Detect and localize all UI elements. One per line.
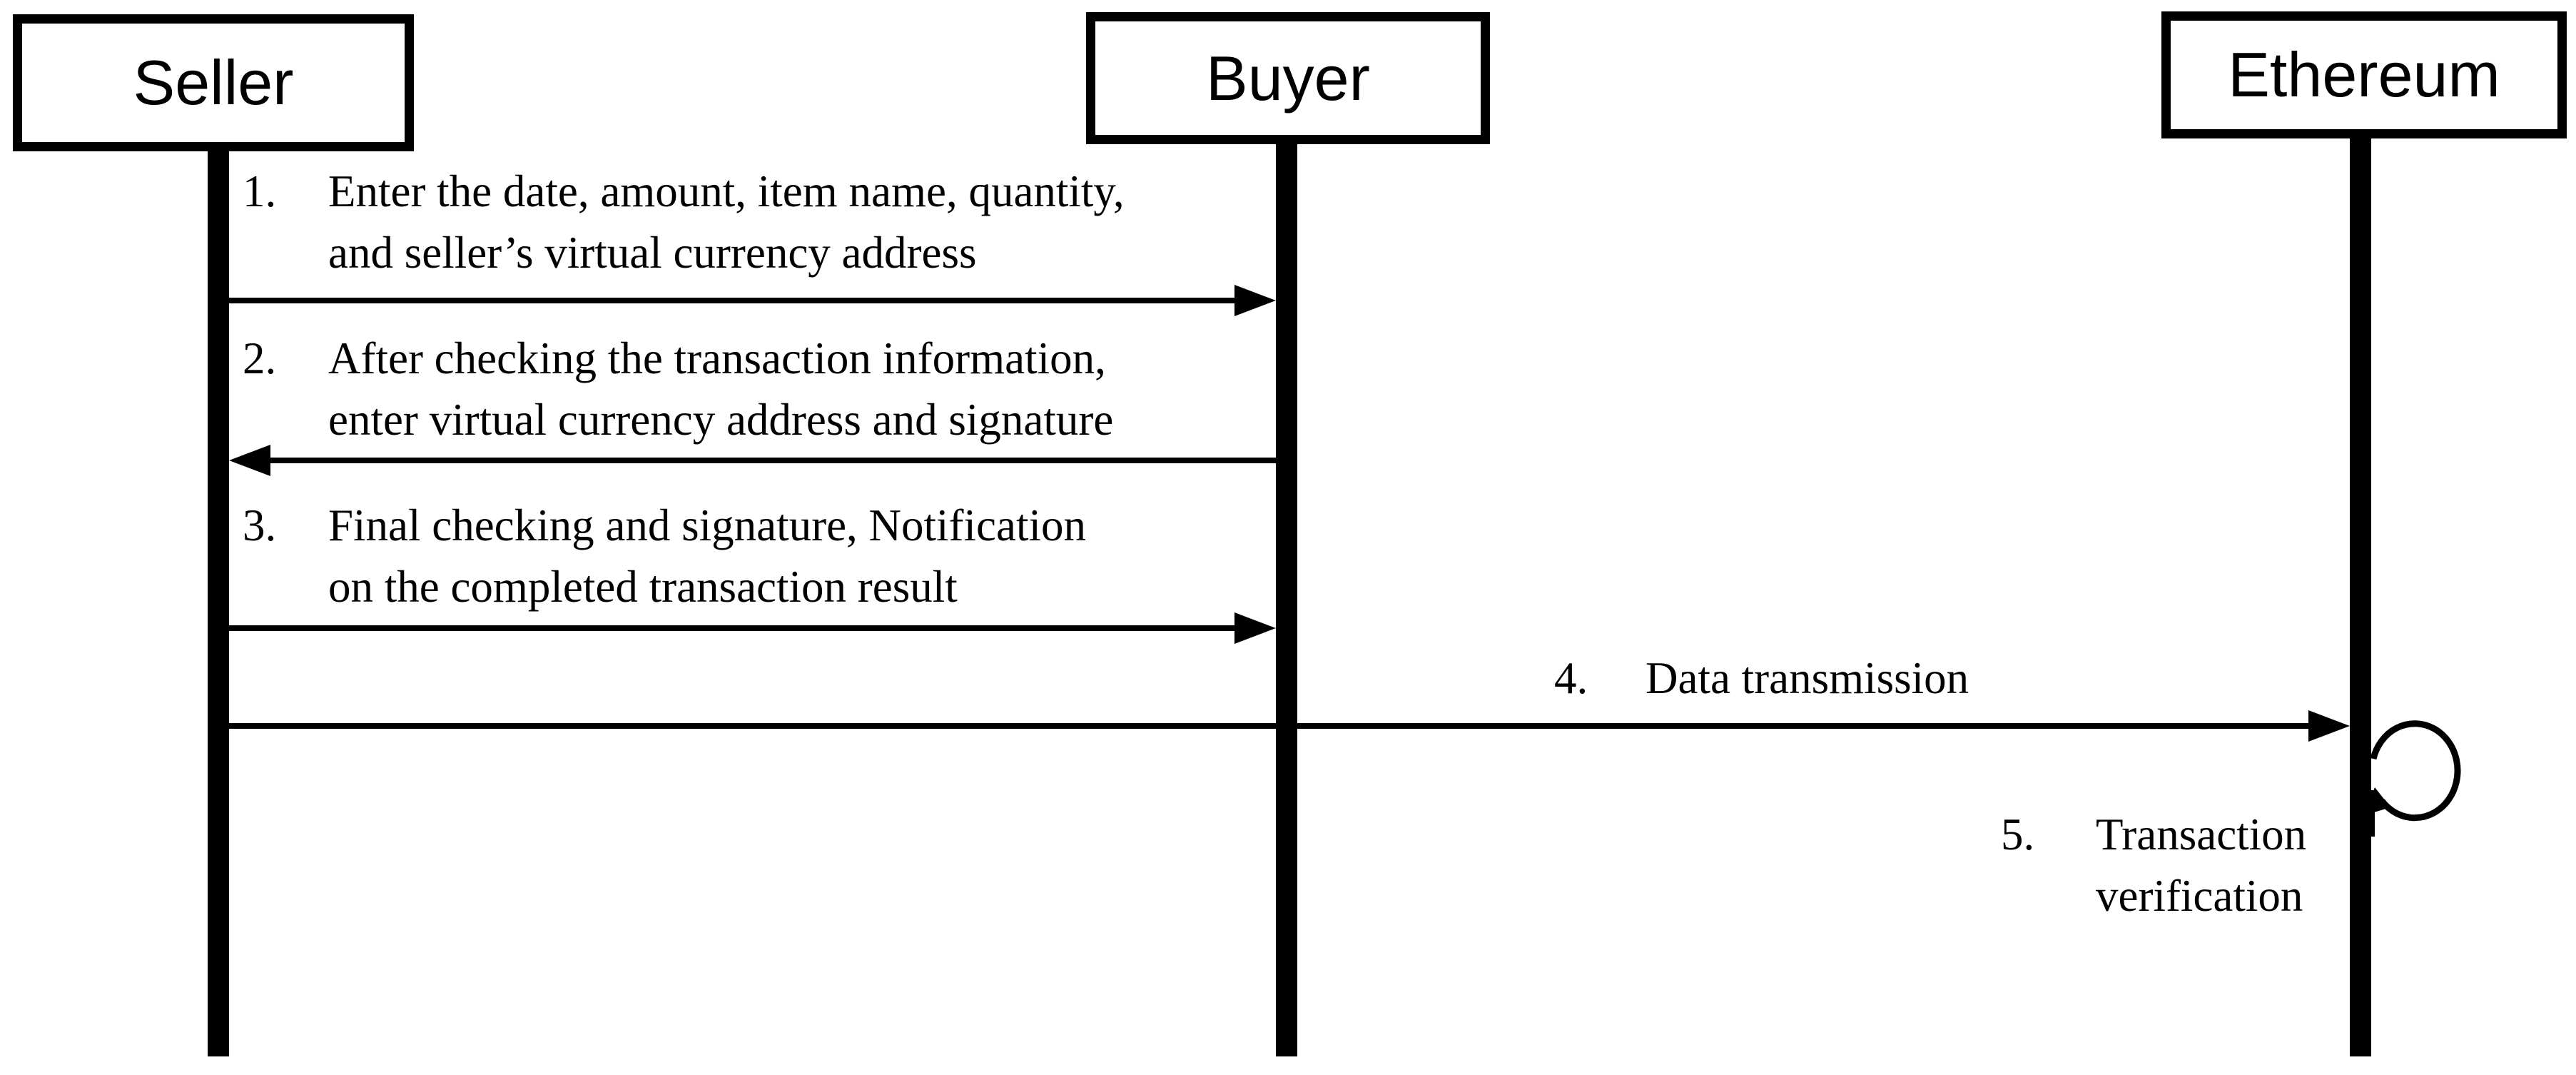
- message-5-number: 5.: [2001, 809, 2035, 859]
- message-2-number: 2.: [243, 333, 277, 383]
- message-3-text-line2: on the completed transaction result: [328, 562, 958, 612]
- message-1-arrowhead-right-icon: [1234, 285, 1276, 316]
- message-4-arrow-line: [229, 723, 2313, 729]
- actor-label-seller: Seller: [133, 47, 294, 118]
- message-1-text-line1: Enter the date, amount, item name, quant…: [328, 166, 1125, 216]
- message-2-arrow-line: [266, 458, 1276, 463]
- message-1-number: 1.: [243, 166, 277, 216]
- message-4-arrowhead-right-icon: [2308, 710, 2350, 742]
- actor-label-buyer: Buyer: [1206, 42, 1370, 113]
- actor-box-ethereum: Ethereum: [2161, 11, 2567, 138]
- message-3-text-line1: Final checking and signature, Notificati…: [328, 500, 1086, 550]
- message-1-arrow-line: [229, 298, 1239, 303]
- message-5-text-line2: verification: [2096, 871, 2303, 921]
- actor-label-ethereum: Ethereum: [2228, 39, 2500, 110]
- lifeline-seller: [208, 150, 229, 1056]
- lifeline-ethereum: [2350, 137, 2371, 1056]
- message-2-text-line2: enter virtual currency address and signa…: [328, 395, 1114, 445]
- message-2-text-line1: After checking the transaction informati…: [328, 333, 1106, 383]
- message-3-number: 3.: [243, 500, 277, 550]
- message-2-label: 2. After checking the transaction inform…: [243, 328, 1113, 450]
- message-5-label: 5. Transaction verification: [2001, 804, 2306, 927]
- message-4-text-line1: Data transmission: [1646, 653, 1969, 703]
- lifeline-buyer: [1276, 143, 1297, 1056]
- actor-box-buyer: Buyer: [1086, 12, 1490, 144]
- self-loop-arrow-icon: [2365, 720, 2461, 837]
- message-3-arrow-line: [229, 625, 1239, 631]
- message-1-text-line2: and seller’s virtual currency address: [328, 228, 977, 278]
- message-3-arrowhead-right-icon: [1234, 612, 1276, 644]
- message-5-text-line1: Transaction: [2096, 809, 2307, 859]
- actor-box-seller: Seller: [13, 14, 414, 151]
- message-2-arrowhead-left-icon: [229, 445, 270, 476]
- message-3-label: 3. Final checking and signature, Notific…: [243, 495, 1086, 617]
- message-4-label: 4. Data transmission: [1554, 647, 1969, 709]
- message-1-label: 1. Enter the date, amount, item name, qu…: [243, 161, 1125, 283]
- message-4-number: 4.: [1554, 653, 1588, 703]
